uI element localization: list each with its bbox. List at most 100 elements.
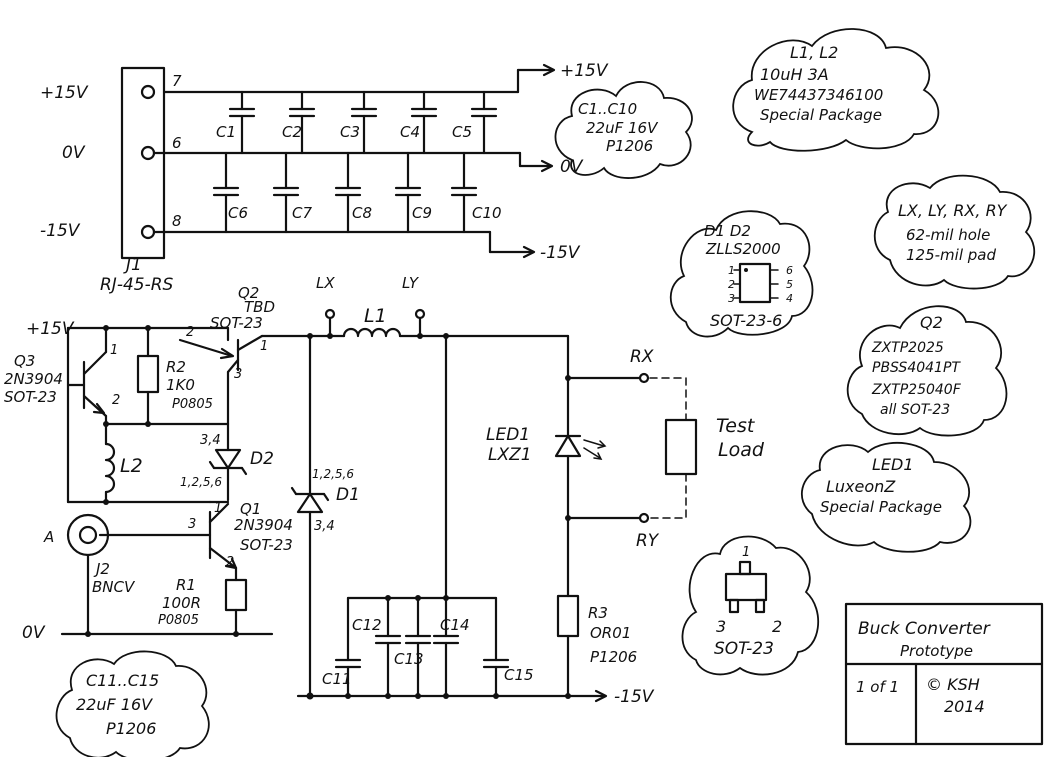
note-inductors: L1, L2 10uH 3A WE74437346100 Special Pac… (732, 28, 940, 152)
pin-6-terminal (140, 145, 156, 161)
sheet-number: 1 of 1 (856, 678, 899, 696)
note-inductors-4: Special Package (760, 106, 882, 124)
cap-c1: C1 (216, 90, 256, 155)
transistor-q3: 1 2 Q3 2N3904 SOT-23 (4, 326, 120, 504)
cap-c14: C14 (432, 596, 470, 698)
test-load-1: Test (716, 415, 756, 437)
copyright: © KSH (926, 675, 980, 694)
note-caps-out-2: 22uF 16V (76, 695, 153, 714)
note-test-points: LX, LY, RX, RY 62-mil hole 125-mil pad (873, 174, 1036, 290)
q2-pkg: SOT-23 (210, 314, 263, 332)
note-inductors-1: L1, L2 (790, 43, 838, 62)
pin-6-number: 6 (172, 134, 182, 152)
inductor-l2: L2 (104, 422, 143, 504)
ly-label: LY (402, 274, 420, 292)
note-diodes-1: D1 D2 (704, 222, 751, 240)
note-caps-top-2: 22uF 16V (586, 119, 659, 137)
q1-part: 2N3904 (234, 516, 293, 534)
rail-pos-label: +15V (40, 83, 89, 103)
connector-j1: +15V 0V -15V 7 6 8 J1 RJ-45-RS (40, 66, 182, 295)
sot23-pin-1: 1 (742, 545, 750, 560)
note-q2-1: Q2 (920, 313, 943, 332)
resistor-r1: R1 100R P0805 (158, 576, 248, 636)
pin-8-terminal (140, 224, 156, 240)
note-caps-out-1: C11..C15 (86, 671, 159, 690)
rx-label: RX (630, 347, 654, 367)
cap-c15-label: C15 (504, 666, 534, 684)
cap-c3: C3 (340, 90, 378, 155)
cap-c11-label: C11 (322, 670, 352, 688)
zero-v-label: 0V (22, 623, 46, 643)
note-diodes-2: ZLLS2000 (705, 240, 781, 258)
j2-signal: A (43, 528, 54, 546)
q2-pin-2: 2 (186, 325, 194, 340)
cap-c8: C8 (334, 151, 372, 234)
diodes-pin-right-4: 4 (786, 292, 793, 305)
pin-8-number: 8 (172, 212, 182, 230)
r3-pkg: P1206 (590, 648, 637, 666)
diodes-pin-left-1: 1 (728, 264, 735, 277)
note-diodes-pkg: SOT-23-6 (710, 311, 782, 330)
led-led1: LED1 LXZ1 (486, 334, 607, 598)
sot23-label: SOT-23 (714, 639, 774, 659)
cap-c2-label: C2 (282, 123, 302, 141)
led-part: LXZ1 (488, 445, 532, 465)
rail-neg-label: -15V (40, 221, 81, 241)
note-inductors-2: 10uH 3A (760, 65, 829, 84)
cap-c10: C10 (450, 151, 502, 234)
resistor-r3: R3 OR01 P1206 (556, 594, 637, 698)
sot23-pin-3: 3 (716, 617, 726, 636)
cap-c12: C12 (352, 596, 402, 698)
note-caps-top-1: C1..C10 (578, 100, 637, 118)
q1-pin-3: 3 (188, 517, 196, 532)
note-q2-3: PBSS4041PT (872, 360, 961, 376)
cap-c11: C11 (322, 596, 362, 698)
cap-c4: C4 (400, 90, 438, 155)
q2-pin-1: 1 (260, 339, 268, 354)
note-tp-3: 125-mil pad (906, 246, 996, 264)
cap-c6-label: C6 (228, 204, 248, 222)
test-load-2: Load (718, 439, 765, 461)
rail-zero-label: 0V (62, 143, 86, 163)
r1-ref: R1 (176, 576, 196, 594)
note-inductors-3: WE74437346100 (754, 86, 883, 104)
pin-7-terminal (140, 84, 156, 100)
l1-ref: L1 (364, 305, 387, 327)
lx-label: LX (316, 274, 335, 292)
pin-7-number: 7 (172, 72, 182, 90)
year: 2014 (944, 697, 985, 716)
cap-c13-label: C13 (394, 650, 424, 668)
hv-label: +15V (26, 319, 75, 339)
transistor-q1: 3 1 2 Q1 2N3904 SOT-23 (98, 500, 293, 582)
cap-c5-label: C5 (452, 123, 472, 141)
note-caps-out-3: P1206 (106, 719, 156, 738)
r2-val: 1K0 (166, 376, 195, 394)
j1-part: RJ-45-RS (100, 275, 174, 295)
diodes-pin-left-3: 3 (728, 292, 735, 305)
rail-out-neg: -15V (540, 243, 581, 263)
q1-pin-2: 2 (226, 555, 234, 570)
sot23-pin-2: 2 (772, 617, 782, 636)
note-led-3: Special Package (820, 498, 942, 516)
note-tp-2: 62-mil hole (906, 226, 990, 244)
cap-c1-label: C1 (216, 123, 236, 141)
ry-label: RY (636, 531, 660, 551)
resistor-r2: R2 1K0 P0805 (136, 326, 213, 426)
cap-c7-label: C7 (292, 204, 312, 222)
diodes-pin-right-5: 5 (786, 278, 793, 291)
cap-c15: C15 (482, 596, 534, 698)
r1-pkg: P0805 (158, 613, 199, 628)
d1-pins-a: 3,4 (314, 519, 335, 534)
cap-c8-label: C8 (352, 204, 372, 222)
r1-val: 100R (162, 594, 201, 612)
q1-pin-1: 1 (214, 501, 222, 516)
cap-c7: C7 (272, 151, 312, 234)
title-line-1: Buck Converter (858, 619, 991, 639)
note-q2-5: all SOT-23 (880, 402, 950, 418)
q2-val: TBD (244, 298, 275, 316)
note-tp-1: LX, LY, RX, RY (898, 201, 1008, 220)
caps-bottom: C6 C7 C8 C9 C10 (212, 151, 502, 234)
cap-c3-label: C3 (340, 123, 360, 141)
driver-section: +15V 1 2 Q3 2N3904 SOT-23 R2 1K0 (4, 284, 312, 643)
bnc-j2: A J2 BNCV (43, 513, 136, 636)
